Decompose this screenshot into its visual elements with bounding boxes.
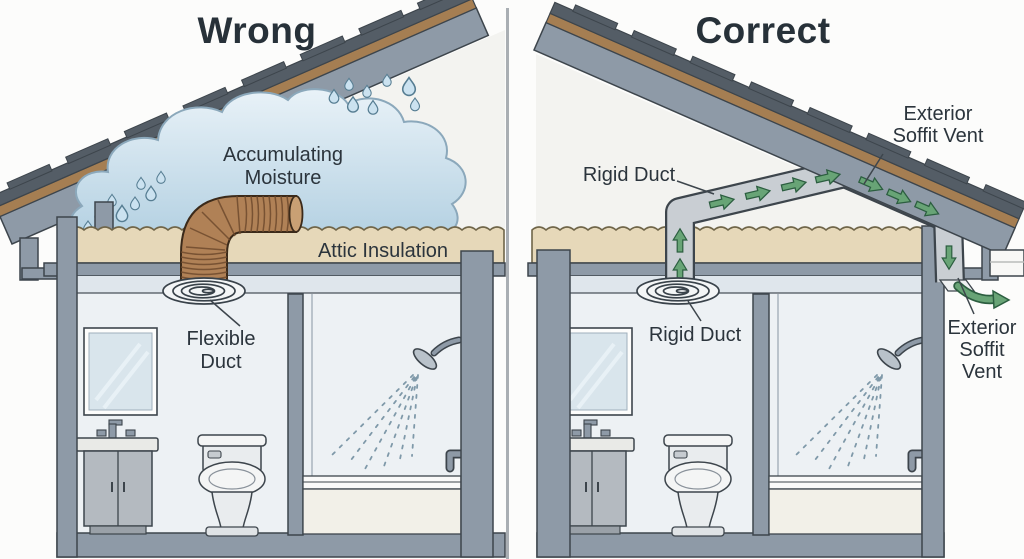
partition-wall bbox=[752, 293, 770, 536]
flush-lever bbox=[207, 450, 222, 459]
bathtub bbox=[768, 475, 923, 535]
attic-insulation-batt bbox=[531, 226, 946, 264]
exterior-wall-right bbox=[460, 250, 494, 558]
title-wrong: Wrong bbox=[197, 10, 317, 51]
label-exterior-soffit-vent-eave: Exterior Soffit Vent bbox=[947, 317, 1017, 383]
bathtub bbox=[302, 475, 462, 535]
exterior-wall-left bbox=[56, 216, 78, 558]
label-rigid-duct-attic: Rigid Duct bbox=[582, 164, 676, 186]
exhaust-fan bbox=[162, 277, 246, 305]
duct-open-end bbox=[288, 195, 304, 233]
leader-line-soffit-vent-eave bbox=[957, 277, 975, 315]
shingle-steps bbox=[572, 4, 1024, 211]
flexible-duct bbox=[180, 195, 304, 295]
wall-header-band bbox=[570, 276, 922, 293]
panel-divider bbox=[506, 8, 509, 559]
leader-line-rigid-duct-attic bbox=[676, 180, 715, 195]
label-attic-insulation: Attic Insulation bbox=[317, 240, 449, 262]
panel-correct bbox=[512, 0, 1024, 559]
shingle-steps bbox=[6, 0, 464, 190]
toilet bbox=[663, 434, 733, 537]
flush-lever bbox=[673, 450, 688, 459]
wall-header-band bbox=[77, 276, 461, 293]
vanity-sink bbox=[75, 419, 159, 535]
toilet bbox=[197, 434, 267, 537]
tub-spout bbox=[445, 449, 466, 473]
exterior-wall-left bbox=[536, 249, 571, 558]
panel-wrong bbox=[0, 0, 506, 558]
shower-head bbox=[412, 336, 463, 370]
label-flexible-duct: Flexible Duct bbox=[186, 328, 256, 373]
ceiling bbox=[43, 262, 506, 277]
leader-line-flexible-duct bbox=[209, 299, 241, 327]
floor bbox=[56, 532, 506, 558]
tub-spout bbox=[907, 449, 928, 473]
shower-head bbox=[876, 336, 927, 370]
floor bbox=[536, 532, 945, 558]
exit-airflow-arrow bbox=[953, 281, 1011, 310]
moisture-cloud bbox=[69, 88, 467, 238]
vanity-counter bbox=[75, 437, 159, 452]
shower-spray bbox=[794, 374, 883, 470]
exhaust-fan bbox=[636, 277, 720, 305]
partition-wall bbox=[287, 293, 304, 536]
leader-line-rigid-duct-fan bbox=[687, 300, 702, 322]
label-rigid-duct-fan: Rigid Duct bbox=[648, 324, 742, 346]
title-correct: Correct bbox=[695, 10, 831, 51]
label-accumulating-moisture: Accumulating Moisture bbox=[222, 144, 344, 189]
label-exterior-soffit-vent-top: Exterior Soffit Vent bbox=[892, 103, 984, 147]
leader-line-soffit-vent-top bbox=[863, 153, 884, 185]
gutter bbox=[989, 249, 1024, 277]
ceiling bbox=[527, 262, 949, 277]
leader-lines bbox=[676, 153, 975, 322]
shower-spray bbox=[330, 374, 419, 470]
mirror bbox=[83, 327, 158, 416]
